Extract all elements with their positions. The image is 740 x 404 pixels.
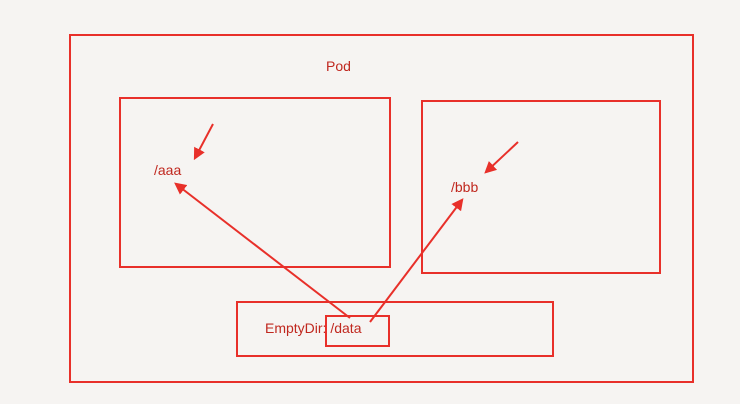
pod-label: Pod — [326, 58, 351, 74]
pod-box — [69, 34, 694, 383]
container-b-box — [421, 100, 661, 274]
container-a-mount-label: /aaa — [154, 162, 182, 178]
data-path-highlight — [325, 315, 390, 347]
container-b-mount-label: /bbb — [451, 179, 479, 195]
container-a-box — [119, 97, 391, 268]
emptydir-volume-label: EmptyDir: /data — [265, 320, 362, 336]
